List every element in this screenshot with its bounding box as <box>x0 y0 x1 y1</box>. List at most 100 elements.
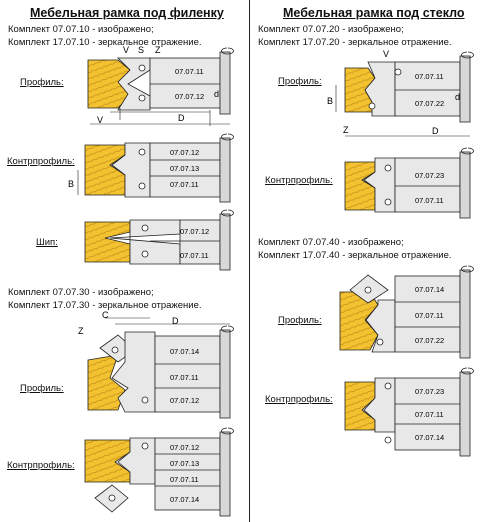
left-label-counterprofile-2: Контрпрофиль: <box>7 460 75 471</box>
left-kit1-line2: Комплект 17.07.10 - зеркальное отражение… <box>8 37 202 48</box>
code-label: 07.07.11 <box>415 410 444 419</box>
cutter-body <box>394 61 461 117</box>
code-label: 07.07.11 <box>415 72 444 81</box>
dim-V: V <box>383 49 389 59</box>
code-label: 07.07.14 <box>415 433 444 442</box>
right-label-profile-1: Профиль: <box>278 76 322 87</box>
cutter-body <box>394 377 461 451</box>
arbor-flange <box>459 55 471 123</box>
code-label: 07.07.14 <box>170 495 199 504</box>
left-kit2-line2: Комплект 17.07.30 - зеркальное отражение… <box>8 300 202 311</box>
left-kit2-line1: Комплект 07.07.30 - изображено; <box>8 287 154 298</box>
dim-B: B <box>68 179 74 189</box>
screw-icon <box>384 198 392 206</box>
code-label: 07.07.11 <box>415 196 444 205</box>
left-label-profile-1: Профиль: <box>20 77 64 88</box>
rotation-arrow-icon <box>221 427 234 435</box>
dim-Z: Z <box>343 125 349 135</box>
left-profile1-assembly <box>87 47 234 126</box>
left-kit1-line1: Комплект 07.07.10 - изображено; <box>8 24 154 35</box>
dim-d: d <box>455 92 460 102</box>
cutter-body <box>149 57 221 109</box>
left-profile2-assembly <box>87 317 234 419</box>
right-kit2-line1: Комплект 07.07.40 - изображено; <box>258 237 404 248</box>
cutter-body <box>154 437 221 511</box>
screw-icon <box>141 224 149 232</box>
right-kit1-line2: Комплект 17.07.20 - зеркальное отражение… <box>258 37 452 48</box>
right-label-counterprofile-1: Контрпрофиль: <box>265 175 333 186</box>
right-profile2-assembly <box>339 265 474 359</box>
code-label: 07.07.11 <box>175 67 204 76</box>
rotation-arrow-icon <box>221 133 234 141</box>
rotation-arrow-icon <box>461 147 474 155</box>
arbor-flange <box>219 329 231 419</box>
code-label: 07.07.14 <box>170 347 199 356</box>
arbor-flange <box>219 213 231 271</box>
left-counterprofile2-assembly <box>84 427 234 517</box>
dim-S: S <box>138 45 144 55</box>
rotation-arrow-icon <box>221 325 234 333</box>
screw-icon <box>384 436 392 444</box>
screw-icon <box>138 64 146 72</box>
right-label-counterprofile-2: Контрпрофиль: <box>265 394 333 405</box>
dim-D: D <box>178 113 185 123</box>
screw-icon <box>394 68 402 76</box>
left-counterprofile1-assembly <box>77 133 234 203</box>
arbor-flange <box>219 137 231 203</box>
code-label: 07.07.11 <box>180 251 209 260</box>
right-column-title: Мебельная рамка под стекло <box>283 6 465 20</box>
dim-Z: Z <box>155 45 161 55</box>
left-label-spike: Шип: <box>36 237 58 248</box>
dim-d: d <box>214 89 219 99</box>
code-label: 07.07.12 <box>175 92 204 101</box>
right-label-profile-2: Профиль: <box>278 315 322 326</box>
rotation-arrow-icon <box>461 367 474 375</box>
code-label: 07.07.14 <box>415 285 444 294</box>
code-label: 07.07.11 <box>170 475 199 484</box>
cutter-body <box>179 219 221 265</box>
left-label-counterprofile-1: Контрпрофиль: <box>7 156 75 167</box>
rotation-arrow-icon <box>221 209 234 217</box>
code-label: 07.07.11 <box>415 311 444 320</box>
arbor-flange <box>219 51 231 115</box>
screw-icon <box>138 94 146 102</box>
left-spike-assembly <box>84 209 234 271</box>
arbor-flange <box>459 269 471 359</box>
cutter-body <box>149 142 221 198</box>
code-label: 07.07.12 <box>170 443 199 452</box>
screw-icon <box>364 286 372 294</box>
right-kit1-line1: Комплект 07.07.20 - изображено; <box>258 24 404 35</box>
code-label: 07.07.22 <box>415 336 444 345</box>
screw-icon <box>111 346 119 354</box>
rotation-arrow-icon <box>461 265 474 273</box>
code-label: 07.07.23 <box>415 171 444 180</box>
code-label: 07.07.12 <box>180 227 209 236</box>
cutter-body <box>154 335 221 413</box>
screw-icon <box>138 148 146 156</box>
arbor-flange <box>219 431 231 517</box>
screw-icon <box>138 182 146 190</box>
right-kit2-line2: Комплект 17.07.40 - зеркальное отражение… <box>258 250 452 261</box>
code-label: 07.07.11 <box>170 180 199 189</box>
code-label: 07.07.13 <box>170 164 199 173</box>
right-counterprofile2-assembly <box>344 367 474 457</box>
screw-icon <box>376 338 384 346</box>
code-label: 07.07.12 <box>170 396 199 405</box>
arbor-flange <box>459 151 471 219</box>
column-divider <box>249 0 250 522</box>
code-label: 07.07.13 <box>170 459 199 468</box>
code-label: 07.07.22 <box>415 99 444 108</box>
dim-B: B <box>327 96 333 106</box>
code-label: 07.07.11 <box>170 373 199 382</box>
screw-icon <box>141 442 149 450</box>
screw-icon <box>368 102 376 110</box>
left-column-title: Мебельная рамка под филенку <box>30 6 224 20</box>
screw-icon <box>108 494 116 502</box>
dim-C: C <box>102 310 109 320</box>
code-label: 07.07.12 <box>170 148 199 157</box>
left-label-profile-2: Профиль: <box>20 383 64 394</box>
screw-icon <box>141 250 149 258</box>
wood-workpiece <box>84 221 131 263</box>
cutter-body <box>394 275 461 353</box>
